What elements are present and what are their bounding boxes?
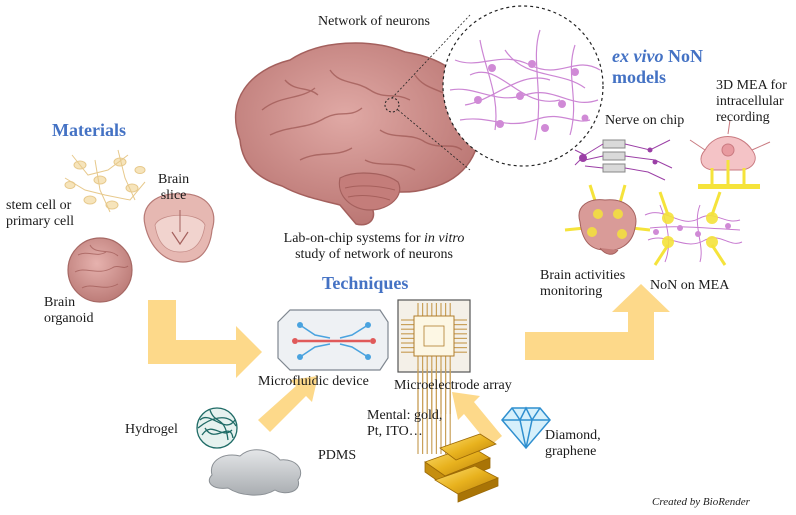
label-lab-on-chip-pre: Lab-on-chip systems for xyxy=(283,231,425,246)
label-stem-cell-line1: stem cell or xyxy=(6,198,72,213)
label-nerve-on-chip: Nerve on chip xyxy=(605,113,685,128)
mea-3d-illustration xyxy=(689,119,771,189)
arrow-materials-to-techniques xyxy=(148,300,262,378)
heading-techniques: Techniques xyxy=(322,273,409,293)
label-stem-cell-line2: primary cell xyxy=(6,214,75,229)
label-brain-organoid-line2: organoid xyxy=(44,311,94,326)
label-stem-cell: stem cell or primary cell xyxy=(6,198,74,230)
label-hydrogel: Hydrogel xyxy=(125,422,178,437)
gold-bars-illustration xyxy=(424,433,499,503)
neuron-zoom-callout xyxy=(384,5,604,171)
arrow-metals-to-mea xyxy=(452,392,502,446)
arrow-hydrogel-to-microfluidic xyxy=(258,376,318,432)
label-microelectrode-array: Microelectrode array xyxy=(394,378,512,393)
label-mental: Mental: gold, Pt, ITO… xyxy=(367,408,442,440)
label-lab-on-chip: Lab-on-chip systems for in vitro study o… xyxy=(260,231,488,263)
created-by-credit: Created by BioRender xyxy=(652,496,750,508)
heading-exvivo-line2: models xyxy=(612,67,666,87)
label-lab-on-chip-line2: study of network of neurons xyxy=(295,247,453,262)
label-diamond: Diamond, graphene xyxy=(545,428,601,460)
label-network-of-neurons: Network of neurons xyxy=(318,14,430,29)
brain-activities-illustration xyxy=(564,184,651,255)
label-brain-slice-line2: slice xyxy=(160,188,187,203)
microelectrode-array-illustration xyxy=(397,299,471,454)
heading-materials: Materials xyxy=(52,120,126,140)
label-3d-mea-line1: 3D MEA for xyxy=(716,78,787,93)
heading-exvivo-italic: ex vivo xyxy=(612,46,664,66)
pdms-illustration xyxy=(208,449,302,496)
brain-slice-illustration xyxy=(143,193,215,263)
label-diamond-line2: graphene xyxy=(545,444,597,459)
label-brain-slice-line1: Brain xyxy=(158,172,190,187)
microfluidic-device-illustration xyxy=(277,309,389,371)
label-brain-activities: Brain activities monitoring xyxy=(540,268,625,300)
label-brain-activities-line2: monitoring xyxy=(540,284,603,299)
arrow-techniques-to-models xyxy=(525,284,670,360)
label-3d-mea-line3: recording xyxy=(716,110,770,125)
brain-organoid-illustration xyxy=(67,237,133,303)
brain-illustration xyxy=(234,42,480,226)
non-on-mea-illustration xyxy=(644,191,743,266)
label-3d-mea: 3D MEA for intracellular recording xyxy=(716,78,787,126)
label-non-on-mea: NoN on MEA xyxy=(650,278,730,293)
label-mental-line1: Mental: gold, xyxy=(367,408,443,423)
heading-exvivo-models: ex vivo NoN models xyxy=(612,46,703,88)
label-brain-activities-line1: Brain activities xyxy=(540,268,626,283)
label-diamond-line1: Diamond, xyxy=(545,428,601,443)
label-lab-on-chip-italic: in vitro xyxy=(424,231,465,246)
label-microfluidic-device: Microfluidic device xyxy=(258,374,369,389)
nerve-on-chip-illustration xyxy=(574,139,673,181)
label-brain-organoid-line1: Brain xyxy=(44,295,76,310)
label-pdms: PDMS xyxy=(318,448,357,463)
hydrogel-illustration xyxy=(196,407,238,449)
heading-exvivo-rest: NoN xyxy=(663,46,703,66)
diamond-icon xyxy=(501,406,551,450)
label-mental-line2: Pt, ITO… xyxy=(367,424,423,439)
label-brain-slice: Brain slice xyxy=(158,172,189,204)
label-brain-organoid: Brain organoid xyxy=(44,295,94,327)
stem-cell-illustration xyxy=(64,149,146,213)
label-3d-mea-line2: intracellular xyxy=(716,94,784,109)
